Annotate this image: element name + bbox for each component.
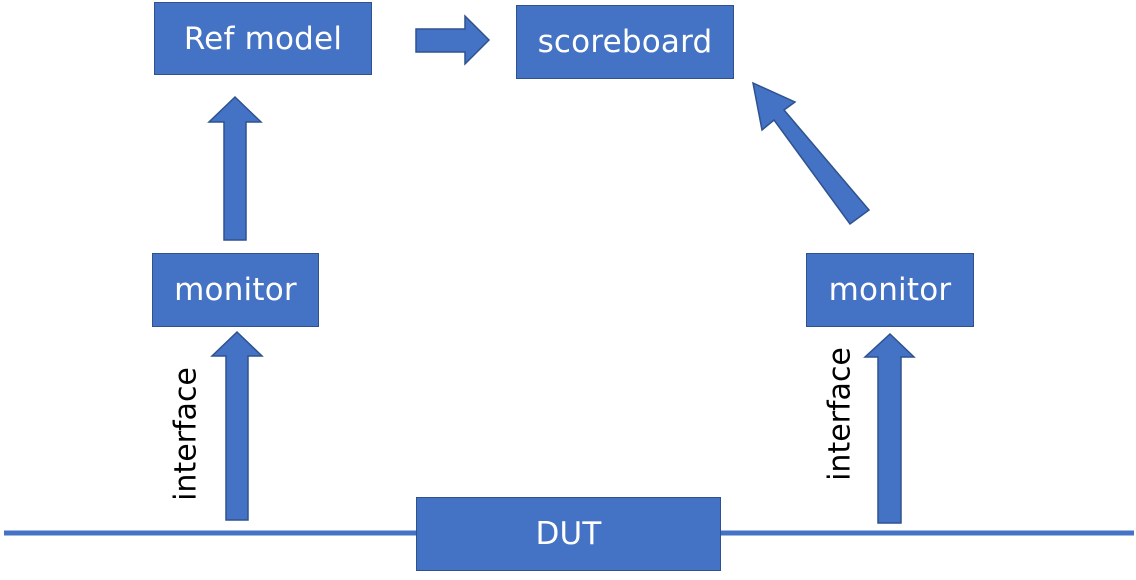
- ref-model-box: Ref model: [154, 2, 372, 75]
- arrow-right-monitor-to-scoreboard: [751, 81, 871, 226]
- scoreboard-box: scoreboard: [516, 5, 734, 79]
- dut-box: DUT: [416, 497, 721, 571]
- right-monitor-label: monitor: [828, 272, 952, 308]
- arrow-refmodel-to-scoreboard: [415, 14, 491, 66]
- arrow-dut-to-right-monitor: [863, 332, 916, 524]
- dut-label: DUT: [535, 516, 602, 552]
- scoreboard-label: scoreboard: [537, 24, 713, 60]
- left-monitor-label: monitor: [174, 272, 297, 308]
- right-interface-label: interface: [822, 347, 858, 481]
- arrow-monitor-to-refmodel: [207, 95, 263, 241]
- left-interface-label: interface: [168, 367, 204, 501]
- arrow-dut-to-left-monitor: [210, 330, 264, 521]
- right-monitor-box: monitor: [806, 253, 974, 327]
- ref-model-label: Ref model: [183, 20, 343, 57]
- left-monitor-box: monitor: [152, 253, 319, 327]
